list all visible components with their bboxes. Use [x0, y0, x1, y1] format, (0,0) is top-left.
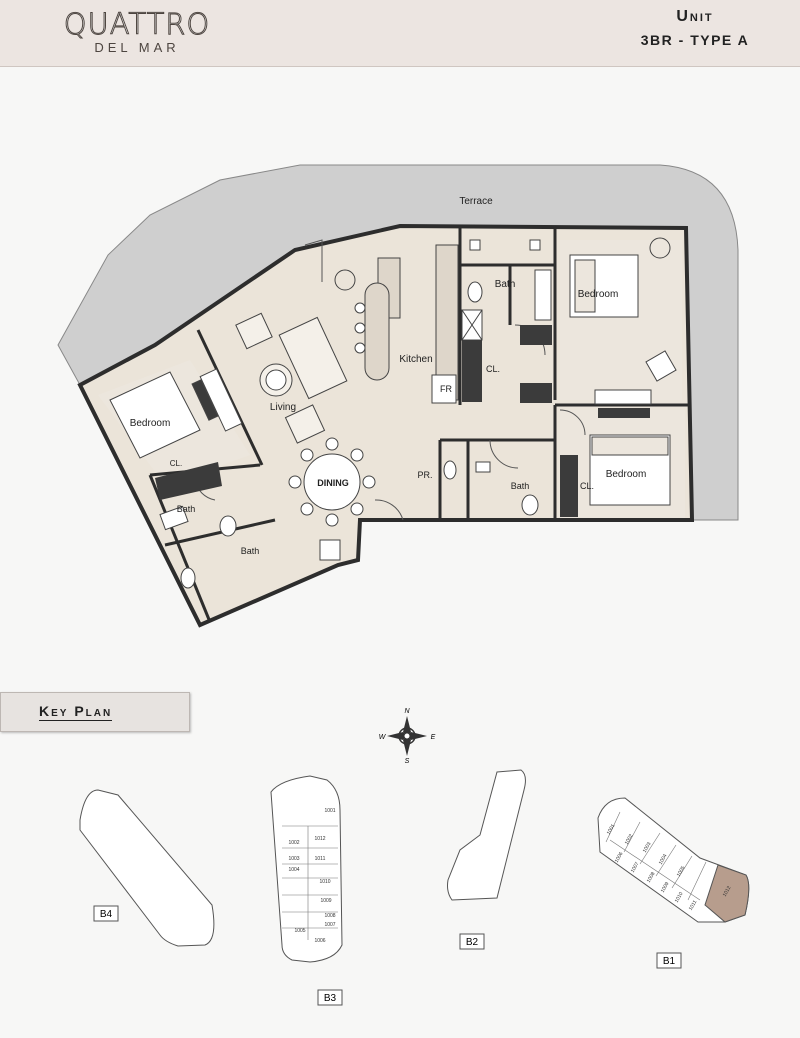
- building-label-b3: B3: [324, 993, 337, 1004]
- label-living: Living: [270, 402, 296, 413]
- b1-unit-1004: 1004: [658, 853, 669, 866]
- b1-unit-1006: 1006: [614, 851, 625, 864]
- b3-unit-grid: [282, 825, 338, 940]
- key-plan-tab: Key Plan: [0, 692, 190, 732]
- b1-unit-1001: 1001: [606, 823, 617, 836]
- label-dining: DINING: [317, 478, 349, 488]
- bath-fixtures: [159, 239, 552, 589]
- b1-unit-1011: 1011: [688, 899, 699, 912]
- label-bedroom-right: Bedroom: [606, 469, 647, 480]
- building-b3: [270, 775, 343, 963]
- label-cl-left: CL.: [170, 459, 182, 468]
- unit-type: 3BR - TYPE A: [640, 32, 750, 48]
- building-label-b1: B1: [663, 956, 676, 967]
- b3-unit-1007: 1007: [324, 922, 335, 928]
- label-fr: FR: [440, 384, 452, 394]
- unit-title: Unit: [676, 8, 714, 25]
- b1-unit-1012: 1012: [722, 885, 733, 898]
- key-plan-buildings: [79, 769, 750, 963]
- key-plan-label: Key Plan: [39, 703, 113, 721]
- page-header: QUATTRO DEL MAR Unit 3BR - TYPE A: [0, 0, 800, 67]
- dining-table: [288, 437, 376, 527]
- b3-unit-1011: 1011: [315, 856, 326, 862]
- label-bedroom-left: Bedroom: [130, 418, 171, 429]
- b3-unit-1008: 1008: [324, 913, 335, 919]
- label-bath-top: Bath: [495, 279, 516, 290]
- b3-unit-1002: 1002: [288, 840, 299, 846]
- building-label-b4: B4: [100, 909, 113, 920]
- compass-w: W: [379, 734, 387, 741]
- label-kitchen: Kitchen: [399, 354, 432, 365]
- compass-n: N: [404, 708, 410, 715]
- b1-unit-1007: 1007: [630, 861, 641, 874]
- label-terrace: Terrace: [459, 196, 493, 207]
- interior-walls: [148, 228, 690, 623]
- compass-e: E: [431, 734, 436, 741]
- b1-unit-1005: 1005: [676, 865, 687, 878]
- b3-unit-1003: 1003: [288, 856, 299, 862]
- b1-unit-1003: 1003: [642, 841, 653, 854]
- label-bath-left-top: Bath: [177, 504, 196, 514]
- b3-unit-1006: 1006: [314, 938, 325, 944]
- brand-logo: QUATTRO DEL MAR: [42, 8, 232, 56]
- brand-name: QUATTRO: [63, 7, 211, 41]
- building-label-b2: B2: [466, 937, 479, 948]
- unit-info: Unit 3BR - TYPE A: [630, 8, 760, 48]
- label-bath-mid: Bath: [511, 481, 530, 491]
- b3-unit-1009: 1009: [320, 898, 331, 904]
- kitchen-counters: [354, 244, 483, 404]
- label-bedroom-top-right: Bedroom: [578, 289, 619, 300]
- brand-tagline: DEL MAR: [94, 40, 180, 55]
- compass-s: S: [405, 758, 410, 765]
- closets: [155, 325, 652, 517]
- beds: [109, 237, 677, 506]
- b1-unit-1009: 1009: [660, 881, 671, 894]
- label-pr: PR.: [417, 470, 432, 480]
- building-b2: [447, 769, 526, 901]
- label-cl-right: CL.: [580, 481, 594, 491]
- b1-unit-1008: 1008: [646, 871, 657, 884]
- b3-unit-1005: 1005: [294, 928, 305, 934]
- b1-unit-1002: 1002: [624, 833, 635, 846]
- b3-unit-1010: 1010: [319, 879, 330, 885]
- label-bath-left-bottom: Bath: [241, 546, 260, 556]
- compass-icon: N E S W: [379, 708, 436, 765]
- b1-unit-grid: [605, 811, 707, 901]
- b3-unit-1001: 1001: [324, 808, 335, 814]
- building-b4: [79, 789, 215, 947]
- b1-highlight-unit: [704, 864, 750, 923]
- b3-unit-1012: 1012: [314, 836, 325, 842]
- living-furniture: [191, 312, 348, 444]
- b3-unit-1004: 1004: [288, 867, 299, 873]
- label-cl-mid: CL.: [486, 364, 500, 374]
- b1-unit-1010: 1010: [674, 891, 685, 904]
